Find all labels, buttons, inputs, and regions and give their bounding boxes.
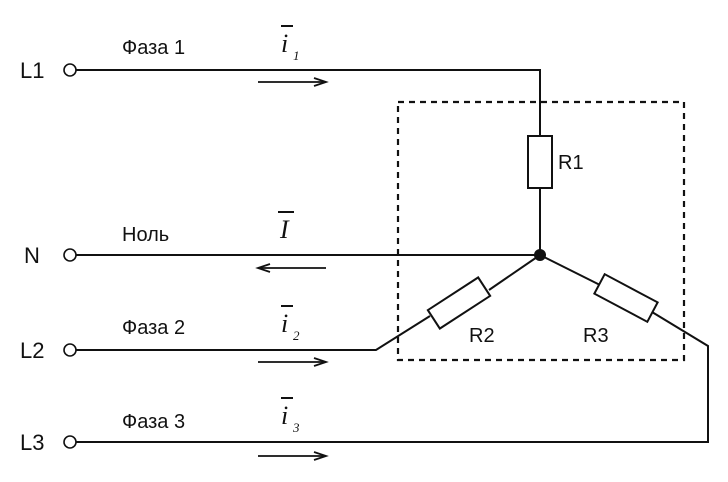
phase3-wire: [76, 311, 709, 443]
i1-subscript: 1: [293, 48, 300, 63]
wires: [76, 69, 709, 443]
resistor-r2: [426, 276, 492, 330]
phase2-wire: [76, 315, 431, 351]
current-i3: i 3: [281, 397, 300, 435]
star-point-node: [534, 249, 546, 261]
terminal-l1-ring: [63, 63, 77, 77]
terminal-n-label: N: [24, 243, 40, 268]
i1-symbol: i: [281, 29, 288, 58]
phase1-label: Фаза 1: [122, 37, 185, 59]
neutral-current-symbol: I: [279, 215, 290, 244]
terminal-l2-label: L2: [20, 338, 44, 363]
phase2-label: Фаза 2: [122, 317, 185, 339]
terminal-l1-label: L1: [20, 58, 44, 83]
i2-symbol: i: [281, 309, 288, 338]
terminal-l2-ring: [63, 343, 77, 357]
current-neutral: I: [278, 211, 294, 244]
r3-label: R3: [583, 325, 609, 347]
resistor-r3: [592, 272, 660, 324]
terminal-n-ring: [63, 248, 77, 262]
phase3-label: Фаза 3: [122, 411, 185, 433]
r3-lead-top: [539, 254, 601, 286]
arrow-neutral-left: [255, 263, 326, 273]
terminal-l3-ring: [63, 435, 77, 449]
i3-subscript: 3: [292, 420, 300, 435]
terminal-l3-label: L3: [20, 430, 44, 455]
r2-lead: [488, 254, 541, 291]
i3-symbol: i: [281, 401, 288, 430]
i2-subscript: 2: [293, 328, 300, 343]
neutral-label: Ноль: [122, 224, 169, 246]
current-i1: i 1: [281, 25, 300, 63]
arrow-i1-right: [258, 77, 329, 87]
resistor-r1: [527, 135, 553, 189]
r1-label: R1: [558, 152, 584, 174]
current-i2: i 2: [281, 305, 300, 343]
arrow-i3-right: [258, 451, 329, 461]
phase1-wire: [76, 69, 541, 136]
r2-label: R2: [469, 325, 495, 347]
arrow-i2-right: [258, 357, 329, 367]
